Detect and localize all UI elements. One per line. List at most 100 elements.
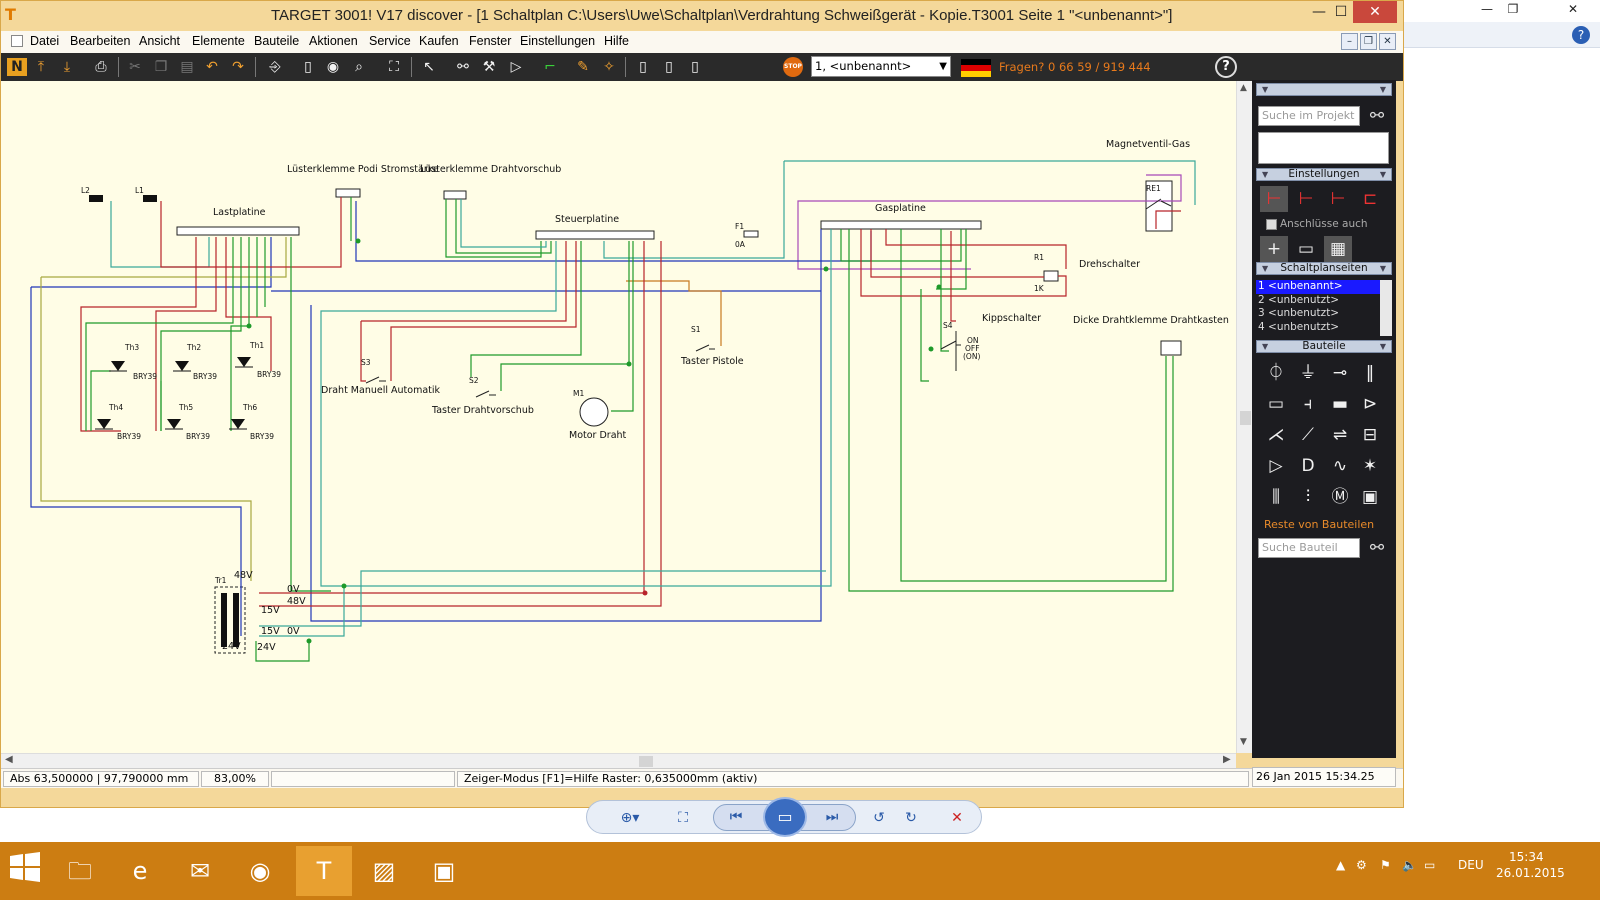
minimize-button[interactable]: — xyxy=(1312,4,1326,20)
cut-icon[interactable]: ✂ xyxy=(129,59,141,75)
target-app-icon[interactable]: T xyxy=(5,5,16,24)
mdi-restore-icon[interactable]: ❐ xyxy=(1360,33,1377,50)
copy-icon[interactable]: ❐ xyxy=(154,59,168,75)
print-icon[interactable]: ⎙ xyxy=(95,59,107,75)
tray-volume-icon[interactable]: 🔈 xyxy=(1402,858,1417,872)
mail-icon[interactable]: ✉ xyxy=(189,857,211,885)
horizontal-scrollbar[interactable]: ◀ ▶ xyxy=(1,753,1236,768)
close-button[interactable]: ✕ xyxy=(1353,1,1397,23)
logic-icon[interactable]: ∿ xyxy=(1332,456,1348,476)
tray-language[interactable]: DEU xyxy=(1458,858,1484,872)
mdi-close-icon[interactable]: ✕ xyxy=(1379,33,1396,50)
new-file-icon[interactable]: N xyxy=(7,58,27,76)
tray-time[interactable]: 15:34 xyxy=(1509,850,1544,864)
zoom-icon[interactable]: ⌕ xyxy=(355,59,363,75)
tray-date[interactable]: 26.01.2015 xyxy=(1496,866,1565,880)
scroll-thumb-vertical[interactable] xyxy=(1240,411,1251,425)
firefox-icon[interactable]: ◉ xyxy=(249,857,271,885)
paste-icon[interactable]: ▤ xyxy=(180,59,194,75)
list-item[interactable]: 2 <unbenutzt> xyxy=(1258,293,1340,306)
symbol-icon[interactable]: ▷ xyxy=(510,59,522,75)
target-taskbar-icon[interactable]: T xyxy=(296,846,352,896)
menu-service[interactable]: Service xyxy=(369,34,411,48)
search-project-input[interactable]: Suche im Projekt xyxy=(1258,106,1360,126)
menu-fenster[interactable]: Fenster xyxy=(469,34,512,48)
open-icon[interactable]: ⤒ xyxy=(37,59,45,75)
potentiometer-r1[interactable] xyxy=(1043,270,1059,282)
grid-select-icon[interactable]: ▦ xyxy=(1324,236,1352,262)
page-3-icon[interactable]: ▯ xyxy=(665,59,673,75)
opamp-icon[interactable]: ▷ xyxy=(1269,456,1283,476)
fuse-icon[interactable]: ▬ xyxy=(1331,394,1349,414)
motor-icon[interactable]: Ⓜ xyxy=(1331,487,1349,507)
search-part-input[interactable]: Suche Bauteil xyxy=(1258,538,1360,558)
menu-aktionen[interactable]: Aktionen xyxy=(309,34,358,48)
bg-restore-icon[interactable]: ❐ xyxy=(1507,2,1519,16)
save-icon[interactable]: ⤓ xyxy=(63,59,71,75)
bg-close-icon[interactable]: ✕ xyxy=(1567,2,1579,16)
transistor-icon[interactable]: ⋌ xyxy=(1267,425,1285,445)
reste-link[interactable]: Reste von Bauteilen xyxy=(1264,518,1375,531)
rotate-left-icon[interactable]: ↺ xyxy=(873,810,885,826)
previous-icon[interactable]: ⏮ xyxy=(729,809,743,825)
ground-icon[interactable]: ⏚ xyxy=(1299,363,1317,383)
redo-icon[interactable]: ↷ xyxy=(232,59,244,75)
rotate-right-icon[interactable]: ↻ xyxy=(905,810,917,826)
lastplatine-connector[interactable] xyxy=(176,226,300,236)
transformer-tr1[interactable] xyxy=(214,586,246,654)
zoom-in-icon[interactable]: ⊕▾ xyxy=(620,810,640,826)
gate-icon[interactable]: D xyxy=(1301,456,1315,476)
scroll-right-icon[interactable]: ▶ xyxy=(1223,754,1231,765)
help-icon[interactable]: ? xyxy=(1215,56,1237,78)
add-icon[interactable]: + xyxy=(1260,236,1288,262)
zoom-fit-icon[interactable]: ⛶ xyxy=(389,59,399,75)
crystal-icon[interactable]: ⫼ xyxy=(1272,487,1280,507)
scroll-thumb-horizontal[interactable] xyxy=(639,756,653,767)
menu-bearbeiten[interactable]: Bearbeiten xyxy=(70,34,131,48)
motor-m1[interactable] xyxy=(579,397,609,427)
wire-mode-2-icon[interactable]: ⊢ xyxy=(1298,189,1314,209)
menu-datei[interactable]: Datei xyxy=(30,34,60,48)
undo-icon[interactable]: ↶ xyxy=(206,59,218,75)
tray-battery-icon[interactable]: ▭ xyxy=(1424,858,1436,872)
vertical-scrollbar[interactable]: ▲ ▼ xyxy=(1236,81,1253,753)
menu-hilfe[interactable]: Hilfe xyxy=(604,34,630,48)
bg-minimize-icon[interactable]: — xyxy=(1481,2,1493,16)
page-2-icon[interactable]: ▯ xyxy=(639,59,647,75)
page-4-icon[interactable]: ▯ xyxy=(691,59,699,75)
image-viewer-icon[interactable]: ▣ xyxy=(432,857,456,885)
menu-ansicht[interactable]: Ansicht xyxy=(139,34,180,48)
wire-mode-3-icon[interactable]: ⊢ xyxy=(1330,189,1346,209)
scroll-down-icon[interactable]: ▼ xyxy=(1240,737,1247,747)
einstellungen-header[interactable]: ▼Einstellungen▼ xyxy=(1256,168,1392,181)
hotline-text[interactable]: Fragen? 0 66 59 / 919 444 xyxy=(999,60,1151,74)
terminal-icon[interactable]: ⊟ xyxy=(1362,425,1378,445)
header-icon[interactable]: ‖ xyxy=(1365,363,1375,383)
bg-help-icon[interactable]: ? xyxy=(1572,26,1590,44)
list-item[interactable]: 4 <unbenutzt> xyxy=(1258,320,1340,333)
binoculars-icon[interactable]: ⚯ xyxy=(1369,106,1385,126)
menu-einstellungen[interactable]: Einstellungen xyxy=(520,34,596,48)
windows-start-icon[interactable] xyxy=(8,850,42,884)
menu-bauteile[interactable]: Bauteile xyxy=(254,34,300,48)
eye-icon[interactable]: ◉ xyxy=(326,59,340,75)
next-icon[interactable]: ⏭ xyxy=(825,809,839,825)
list-item[interactable]: 1 <unbenannt> xyxy=(1256,280,1380,294)
bauteile-header[interactable]: ▼Bauteile▼ xyxy=(1256,340,1392,353)
document-icon[interactable] xyxy=(11,35,23,47)
photo-icon[interactable]: ▨ xyxy=(372,857,396,885)
gasplatine-connector[interactable] xyxy=(820,220,982,230)
capacitor-icon[interactable]: ⫞ xyxy=(1303,394,1313,414)
german-flag-icon[interactable] xyxy=(961,59,991,77)
menu-kaufen[interactable]: Kaufen xyxy=(419,34,459,48)
list-item[interactable]: 3 <unbenutzt> xyxy=(1258,307,1340,319)
panel-top-grip[interactable]: ▼▼ xyxy=(1256,83,1392,96)
tray-network-icon[interactable]: ⚙ xyxy=(1356,858,1367,872)
mdi-minimize-icon[interactable]: – xyxy=(1341,33,1358,50)
parts-binoculars-icon[interactable]: ⚯ xyxy=(457,59,469,75)
internet-explorer-icon[interactable]: e xyxy=(132,857,148,885)
page-select[interactable]: 1, <unbenannt> ▼ xyxy=(811,56,951,77)
coil-icon[interactable]: ⫶ xyxy=(1305,487,1311,507)
delete-icon[interactable]: ✕ xyxy=(951,810,963,826)
tray-flag-icon[interactable]: ⚑ xyxy=(1380,858,1391,872)
